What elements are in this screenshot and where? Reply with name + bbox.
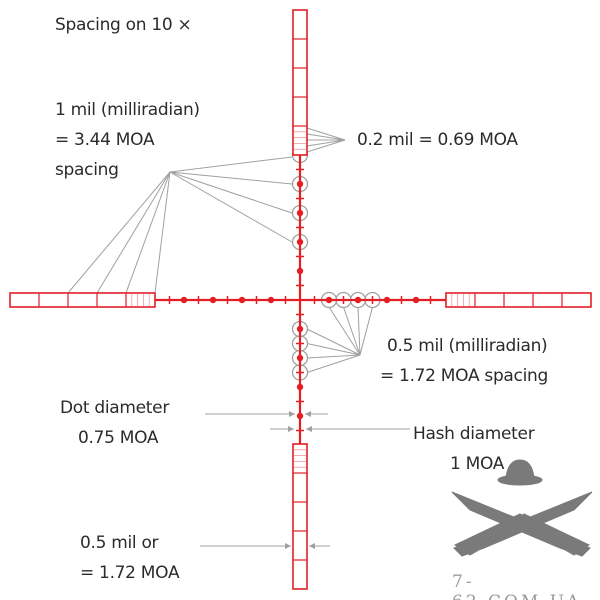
dimension-arrows <box>200 411 410 549</box>
label-dot-moa: 0.75 MOA <box>78 428 159 448</box>
leader-line <box>306 328 361 356</box>
reticle-dot <box>296 383 304 391</box>
reticle-dot <box>354 296 362 304</box>
label-bar-moa: = 1.72 MOA <box>80 563 180 583</box>
leader-line <box>306 343 361 356</box>
reticle-dot <box>296 238 304 246</box>
reticle-dot <box>412 296 420 304</box>
leader-line <box>169 171 293 243</box>
thick-post <box>292 443 308 590</box>
arrow-head <box>289 411 295 417</box>
leader-line <box>306 127 346 141</box>
label-1mil-moa: = 3.44 MOA <box>55 130 155 150</box>
watermark-text: 7-62.COM.UA <box>452 572 579 600</box>
leader-line <box>169 171 293 185</box>
reticle-dot <box>296 354 304 362</box>
leader-line <box>306 354 361 359</box>
leader-line <box>359 306 373 356</box>
label-hash-diameter: Hash diameter <box>413 424 535 444</box>
thick-post <box>9 292 156 308</box>
watermark-logo-rifles <box>451 459 593 557</box>
reticle-marks <box>9 9 592 590</box>
reticle-dot <box>296 267 304 275</box>
label-bar-width: 0.5 mil or <box>80 533 159 553</box>
reticle-dot <box>296 325 304 333</box>
arrow-head <box>309 543 315 549</box>
reticle-dot <box>296 412 304 420</box>
label-half-mil-moa: = 1.72 MOA spacing <box>380 366 548 386</box>
leader-line <box>357 306 361 356</box>
reticle-dot <box>383 296 391 304</box>
arrow-head <box>305 411 311 417</box>
reticle-dot <box>267 296 275 304</box>
leader-line <box>67 171 171 294</box>
leader-line <box>306 139 346 147</box>
title-spacing: Spacing on 10 × <box>55 15 192 35</box>
reticle-dot <box>325 296 333 304</box>
label-1mil-spacing: spacing <box>55 160 119 180</box>
label-hash-moa: 1 MOA <box>450 454 505 474</box>
label-fine-spacing: 0.2 mil = 0.69 MOA <box>357 130 518 150</box>
arrow-head <box>306 426 312 432</box>
leader-line <box>169 171 293 214</box>
label-1mil: 1 mil (milliradian) <box>55 100 200 120</box>
thick-post <box>445 292 592 308</box>
arrow-head <box>285 543 291 549</box>
reticle-dot <box>296 209 304 217</box>
leader-line <box>125 171 171 294</box>
leader-line <box>328 306 361 356</box>
reticle-dot <box>296 180 304 188</box>
leader-line <box>306 354 361 373</box>
leader-line <box>343 306 361 356</box>
leader-line <box>169 156 293 173</box>
leader-line <box>306 133 346 141</box>
label-half-mil: 0.5 mil (milliradian) <box>387 336 548 356</box>
leader-line <box>154 171 171 294</box>
reticle-dot <box>238 296 246 304</box>
leader-line <box>306 139 346 153</box>
reticle-dot <box>209 296 217 304</box>
label-dot-diameter: Dot diameter <box>60 398 170 418</box>
arrow-head <box>288 426 294 432</box>
thick-post <box>292 9 308 156</box>
leader-line <box>96 171 171 294</box>
reticle-dot <box>180 296 188 304</box>
